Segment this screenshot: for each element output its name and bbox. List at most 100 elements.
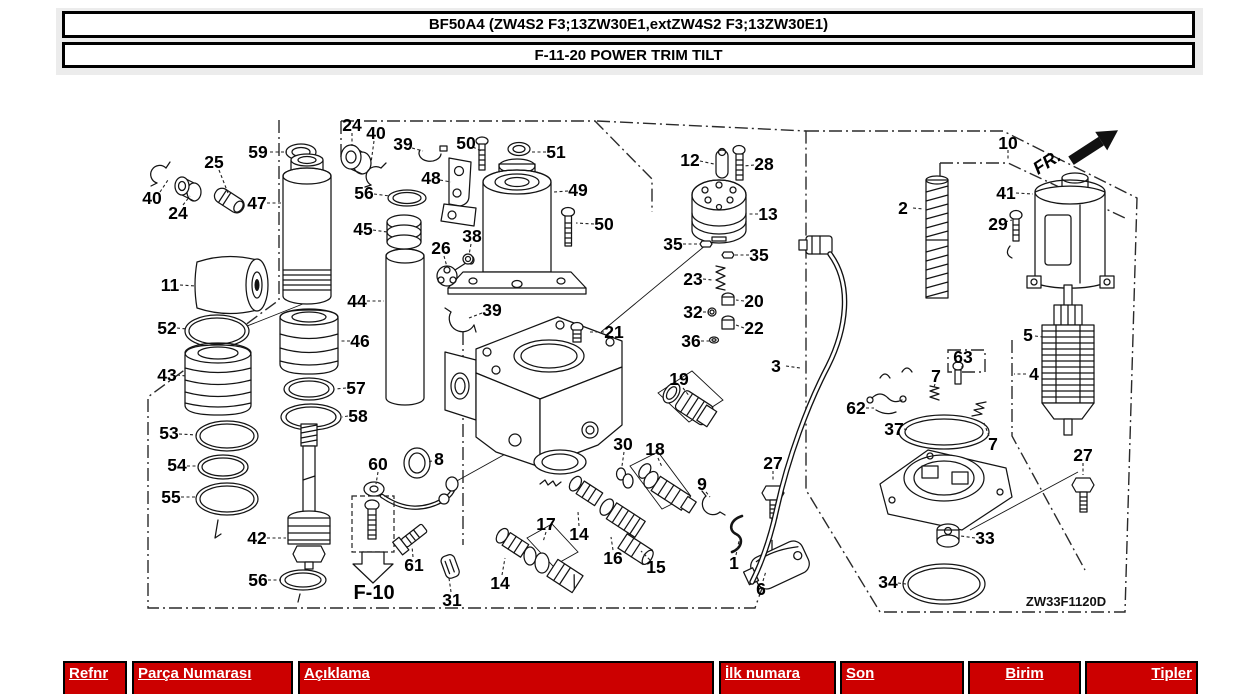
seal-rings-left [184, 314, 259, 539]
callout-leader-line [610, 536, 614, 551]
part-callout-48: 48 [421, 168, 441, 188]
part-callout-56: 56 [248, 570, 268, 590]
part-callout-39: 39 [393, 134, 413, 154]
model-title: BF50A4 (ZW4S2 F3;13ZW30E1,extZW4S2 F3;13… [428, 16, 829, 33]
part-callout-19: 19 [669, 369, 689, 389]
callout-leader-line [373, 193, 391, 197]
part-callout-28: 28 [754, 154, 774, 174]
part-callout-39: 39 [482, 300, 502, 320]
part-callout-14: 14 [490, 573, 510, 593]
power-cable-assembly [749, 235, 848, 585]
part-callout-14: 14 [569, 524, 589, 544]
callout-leader-line [640, 550, 651, 561]
bolts-50 [475, 136, 576, 247]
callout-leader-line [1004, 219, 1013, 223]
part-callout-55: 55 [161, 487, 181, 507]
part-callout-56: 56 [354, 183, 374, 203]
callout-leader-line [983, 422, 990, 437]
column-header-tipler[interactable]: Tipler [1085, 661, 1198, 694]
part-callout-22: 22 [744, 318, 764, 338]
part-callout-23: 23 [683, 269, 703, 289]
callout-leader-line [472, 146, 482, 152]
part-callout-50: 50 [594, 214, 614, 234]
column-header-ilk-numara[interactable]: İlk numara [719, 661, 836, 694]
part-callout-10: 10 [998, 133, 1018, 153]
part-callout-17: 17 [536, 514, 555, 534]
part-callout-54: 54 [167, 455, 187, 475]
part-callout-27: 27 [1073, 445, 1092, 465]
callout-leader-line [699, 160, 715, 165]
piston-rod-42 [287, 423, 331, 570]
part-callout-47: 47 [247, 193, 266, 213]
callout-leader-line [443, 255, 448, 268]
column-header-label: Refnr [69, 665, 109, 682]
callout-leader-line [762, 570, 767, 582]
column-header-label: Tipler [1151, 665, 1192, 682]
column-header-label: Son [846, 665, 875, 682]
part-callout-27: 27 [763, 453, 782, 473]
part-callout-25: 25 [204, 152, 224, 172]
part-callout-36: 36 [681, 331, 701, 351]
callout-leader-line [1034, 335, 1044, 338]
column-header-birim[interactable]: Birim [968, 661, 1081, 694]
callout-leader-line [705, 491, 711, 498]
callout-leader-line [735, 299, 745, 302]
callout-leader-line [468, 312, 483, 319]
callout-leader-line [702, 278, 713, 281]
part-callout-20: 20 [744, 291, 764, 311]
callout-leader-line [218, 169, 229, 194]
callout-leader-line [959, 364, 964, 371]
part-callout-35: 35 [663, 234, 683, 254]
part-callout-37: 37 [884, 419, 903, 439]
valve-sub-assemblies [495, 382, 726, 594]
part-callout-45: 45 [353, 219, 373, 239]
bracket-48-and-clamps [418, 145, 477, 333]
part-callout-31: 31 [442, 590, 462, 610]
part-callout-9: 9 [697, 474, 707, 494]
callout-leader-line [411, 545, 414, 558]
callout-leader-line [370, 140, 375, 164]
part-callout-32: 32 [683, 302, 703, 322]
part-callout-49: 49 [568, 180, 588, 200]
spring-washer-stack-45 [386, 189, 427, 250]
callout-leader-line [179, 284, 197, 287]
part-callout-21: 21 [604, 322, 624, 342]
callout-leader-line [621, 451, 625, 467]
callout-leader-line [427, 460, 433, 463]
part-callout-42: 42 [247, 528, 267, 548]
callout-leader-line [542, 531, 547, 543]
callout-leader-line [501, 557, 506, 576]
callout-leader-line [176, 374, 187, 377]
column-header-refnr[interactable]: Refnr [63, 661, 127, 694]
ring-56-lower [279, 569, 327, 603]
part-callout-60: 60 [368, 454, 388, 474]
model-title-box: BF50A4 (ZW4S2 F3;13ZW30E1,extZW4S2 F3;13… [62, 11, 1195, 38]
part-callout-61: 61 [404, 555, 424, 575]
part-callout-30: 30 [613, 434, 633, 454]
column-header-parca-numarasi[interactable]: Parça Numarası [132, 661, 293, 694]
part-callout-5: 5 [1023, 325, 1033, 345]
part-callout-4: 4 [1029, 364, 1039, 384]
rings-57-58 [280, 377, 342, 431]
callout-leader-line [785, 365, 801, 369]
front-direction-label: FR. [1029, 146, 1064, 179]
callout-leader-line [176, 327, 188, 330]
clip-and-bushing-parts [150, 143, 387, 214]
part-callout-29: 29 [988, 214, 1008, 234]
part-callout-2: 2 [898, 198, 908, 218]
callout-leader-line [897, 582, 907, 585]
oil-line-60-group [351, 447, 460, 584]
callout-leader-line [577, 511, 580, 527]
callout-leader-line [375, 471, 379, 485]
worm-gear-2 [925, 175, 949, 299]
column-header-son[interactable]: Son [840, 661, 964, 694]
part-callout-41: 41 [996, 183, 1016, 203]
column-header-aciklama[interactable]: Açıklama [298, 661, 714, 694]
tilt-cylinder-47 [282, 153, 332, 305]
figure-title: F-11-20 POWER TRIM TILT [534, 46, 723, 64]
part-callout-57: 57 [346, 378, 365, 398]
